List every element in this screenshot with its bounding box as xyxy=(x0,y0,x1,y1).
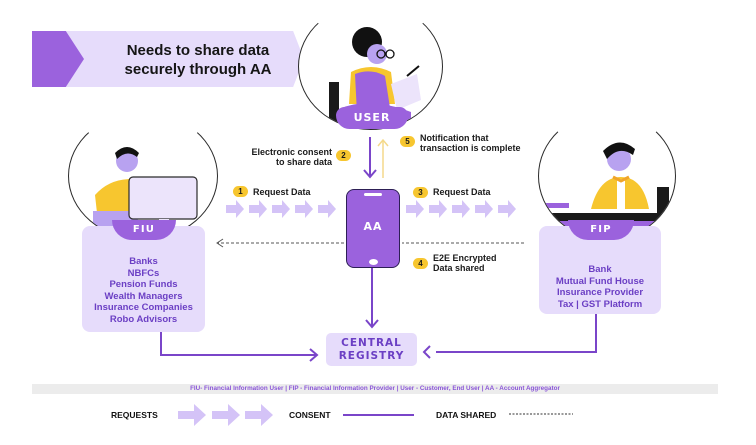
legend-requests-label: REQUESTS xyxy=(111,410,158,420)
user-label: USER xyxy=(336,107,408,129)
registry-line1: CENTRAL xyxy=(341,337,402,349)
banner-title: Needs to share data securely through AA xyxy=(108,41,288,79)
aa-label: AA xyxy=(363,220,383,233)
fiu-item: Wealth Managers xyxy=(104,290,183,302)
step-5-line2: transaction is complete xyxy=(420,143,521,153)
central-registry-box: CENTRAL REGISTRY xyxy=(326,333,417,366)
banner-title-line2: securely through AA xyxy=(124,61,272,78)
step-4-label: E2E Encrypted Data shared xyxy=(433,253,497,273)
fiu-to-registry-arrow xyxy=(160,332,319,362)
aa-phone xyxy=(346,189,400,268)
legend-consent-label: CONSENT xyxy=(289,410,331,420)
step-5-line1: Notification that xyxy=(420,133,489,143)
fiu-item: Pension Funds xyxy=(109,279,178,290)
step-3-badge: 3 xyxy=(413,187,428,198)
fip-item: Bank xyxy=(588,264,612,275)
banner-title-line1: Needs to share data xyxy=(126,42,270,59)
fip-avatar-circle xyxy=(538,112,676,240)
step-3-label: Request Data xyxy=(433,187,491,197)
step-5-label: Notification that transaction is complet… xyxy=(420,133,521,153)
registry-line2: REGISTRY xyxy=(338,350,405,362)
fiu-item: Banks xyxy=(129,256,158,267)
step-4-line2: Data shared xyxy=(433,263,485,273)
step-2-line1: Electronic consent xyxy=(251,147,332,157)
fiu-avatar-circle xyxy=(68,112,218,240)
fip-label: FIP xyxy=(568,220,634,240)
fiu-item: NBFCs xyxy=(127,267,160,279)
aa-phone-speaker xyxy=(364,193,382,196)
legend-request-arrows xyxy=(178,404,273,426)
step-4-line1: E2E Encrypted xyxy=(433,253,497,263)
fiu-label: FIU xyxy=(112,220,176,240)
aa-phone-home-button xyxy=(369,259,378,265)
step-2-line2: to share data xyxy=(275,157,332,167)
step-1-badge: 1 xyxy=(233,186,248,197)
aa-to-registry-arrow xyxy=(365,268,379,329)
step-2-badge: 2 xyxy=(336,150,351,161)
fip-to-registry-arrow xyxy=(422,314,597,359)
fip-item: Mutual Fund House xyxy=(555,275,645,287)
notification-arrow-up xyxy=(377,138,389,178)
fiu-item: Insurance Companies xyxy=(94,302,193,313)
fiu-item: Robo Advisors xyxy=(109,313,178,325)
consent-arrow-down xyxy=(363,137,377,179)
fiu-info-box: Banks NBFCs Pension Funds Wealth Manager… xyxy=(82,226,205,332)
request-arrows-aa-to-fip xyxy=(406,200,516,218)
user-avatar-circle xyxy=(298,3,443,130)
step-1-label: Request Data xyxy=(253,187,311,197)
step-5-badge: 5 xyxy=(400,136,415,147)
fip-info-box: Bank Mutual Fund House Insurance Provide… xyxy=(539,226,661,314)
glossary-bar: FIU- Financial Information User | FIP - … xyxy=(32,384,718,394)
legend-data-shared-label: DATA SHARED xyxy=(436,410,497,420)
step-4-badge: 4 xyxy=(413,258,428,269)
fip-item: Tax | GST Platform xyxy=(557,298,643,310)
request-arrows-fiu-to-aa xyxy=(226,200,336,218)
fip-item: Insurance Provider xyxy=(556,287,644,298)
step-2-label: Electronic consent to share data xyxy=(246,147,332,167)
